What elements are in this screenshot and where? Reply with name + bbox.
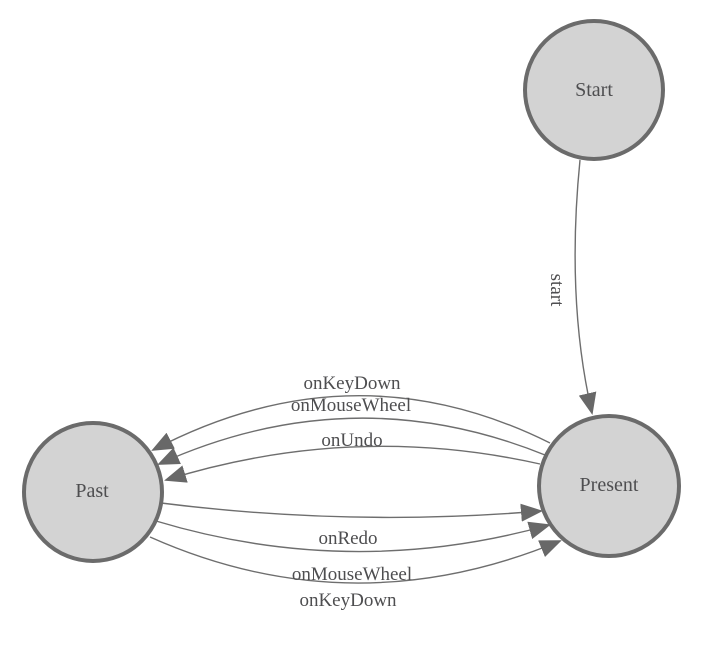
- node-present-circle: [537, 414, 681, 558]
- edge-past-to-present-onkeydown: [149, 536, 562, 584]
- node-start-circle: [523, 19, 665, 161]
- node-present-label: Present: [580, 474, 639, 496]
- edge-label-onredo: onRedo: [318, 528, 377, 549]
- edge-start-to-present: [574, 159, 597, 415]
- edge-group: [149, 159, 597, 584]
- edge-present-to-past-onundo: [164, 445, 541, 483]
- edge-label-onkeydown-top: onKeyDown: [303, 373, 401, 394]
- node-group: Start Past Present: [22, 19, 681, 563]
- node-start-label: Start: [575, 79, 613, 101]
- node-past-circle: [22, 421, 164, 563]
- edge-past-to-present-onredo: [160, 502, 543, 522]
- edge-label-onkeydown-bottom: onKeyDown: [299, 590, 397, 611]
- edge-past-to-present-onmousewheel: [155, 520, 551, 553]
- edge-label-group: start onKeyDown onMouseWheel onUndo onRe…: [291, 274, 567, 611]
- edge-present-to-past-onmousewheel: [157, 417, 546, 465]
- edge-label-start: start: [546, 274, 567, 307]
- edge-label-onundo: onUndo: [321, 430, 382, 451]
- node-present: Present: [537, 414, 681, 558]
- node-past-label: Past: [75, 480, 109, 502]
- edge-label-onmousewheel-bottom: onMouseWheel: [292, 564, 412, 585]
- node-start: Start: [523, 19, 665, 161]
- node-past: Past: [22, 421, 164, 563]
- edge-present-to-past-onkeydown: [151, 394, 551, 451]
- edge-label-onmousewheel-top: onMouseWheel: [291, 395, 411, 416]
